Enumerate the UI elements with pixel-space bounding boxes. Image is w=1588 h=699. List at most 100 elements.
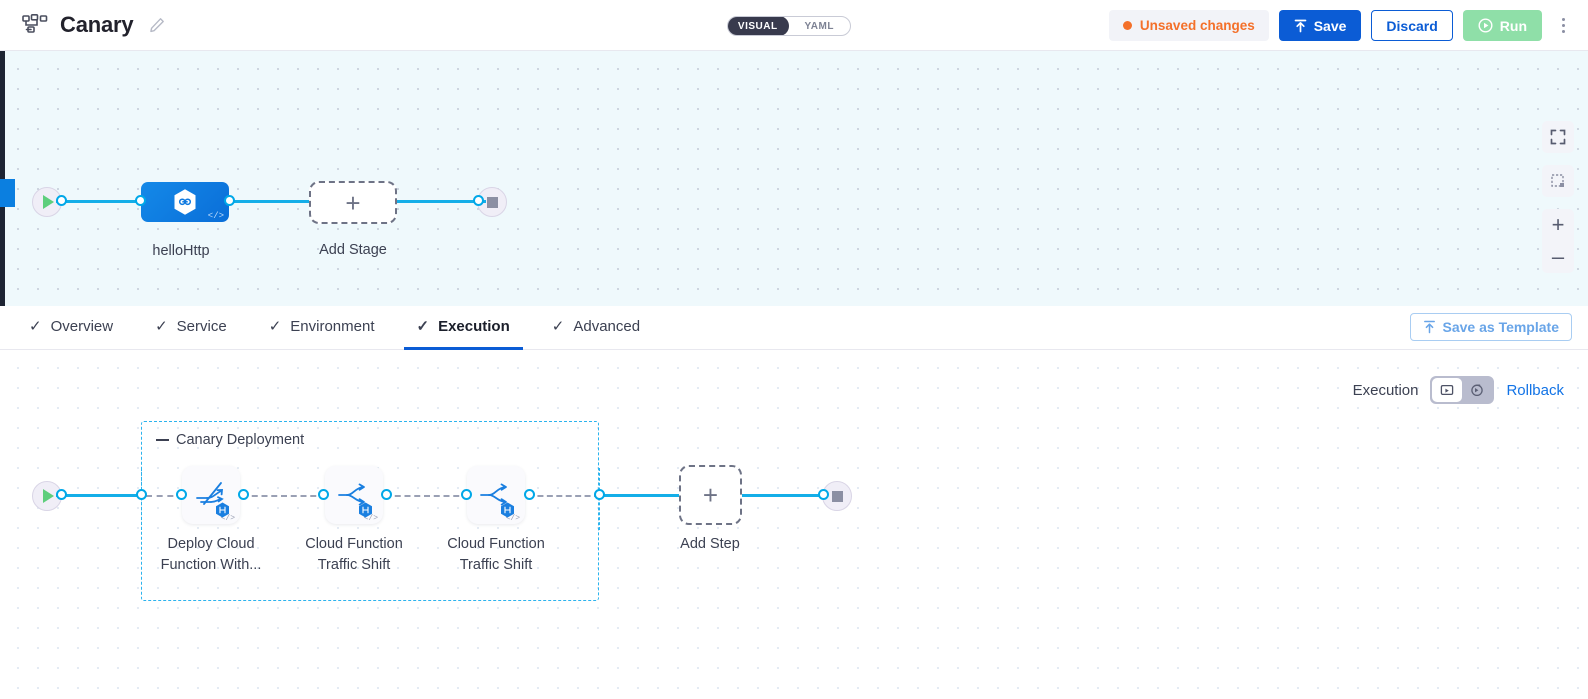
port-group-in[interactable] [136,489,147,500]
port-stage-in[interactable] [135,195,146,206]
mode-option-visual[interactable]: VISUAL [728,17,789,35]
port-step2-out[interactable] [381,489,392,500]
harness-hex-badge [216,502,229,518]
left-rail-accent [0,179,15,207]
step-node-label: Cloud Function Traffic Shift [305,536,403,573]
upload-template-icon [1423,320,1435,334]
tab-overview[interactable]: ✓ Overview [16,306,126,350]
run-button-label: Run [1499,17,1527,34]
edge-group-to-add [599,494,679,497]
page-title: Canary [60,12,134,37]
collapse-dash-icon[interactable] [156,439,169,441]
tab-service[interactable]: ✓ Service [142,306,240,350]
canvas-controls: + – [1542,121,1574,285]
run-play-icon [1478,18,1493,33]
harness-hex-badge [501,502,514,518]
pencil-icon[interactable] [149,17,165,33]
header-left: Canary [0,12,165,38]
port-step1-in[interactable] [176,489,187,500]
stage-code-badge: </> [207,211,224,221]
port-step3-in[interactable] [461,489,472,500]
step-node-traffic-shift-2[interactable]: </> [467,466,525,524]
port-start-out[interactable] [56,195,67,206]
check-icon: ✓ [268,318,282,335]
stage-canvas[interactable]: </> helloHttp + Add Stage [0,51,1588,306]
header-actions: Unsaved changes Save Discard Run [1108,0,1574,51]
step-node-traffic-shift-1[interactable]: </> [325,466,383,524]
zoom-out-icon[interactable]: – [1551,244,1565,269]
fullscreen-icon [1542,121,1574,153]
plus-icon: + [345,187,361,218]
config-tabbar: ✓ Overview ✓ Service ✓ Environment ✓ Exe… [0,306,1588,350]
tab-execution-label: Execution [438,317,510,335]
step-group-title-label: Canary Deployment [176,432,305,448]
port-exec-start-out[interactable] [56,489,67,500]
edge-start-to-stage [56,200,146,203]
traffic-shift-icon [480,483,507,506]
check-icon: ✓ [416,318,430,335]
port-step1-out[interactable] [238,489,249,500]
zoom-in-icon[interactable]: + [1551,212,1565,237]
upload-arrow-icon [1294,19,1307,32]
step-code-badge: </> [363,514,378,523]
step-code-badge: </> [220,514,235,523]
discard-button[interactable]: Discard [1371,10,1453,41]
add-step-label: Add Step [680,536,740,552]
edge-step2-to-step3 [385,495,469,497]
stop-icon [486,196,498,208]
edge-start-to-group [56,494,146,497]
port-stage-out[interactable] [224,195,235,206]
save-as-template-label: Save as Template [1442,319,1559,335]
app-header: Canary VISUAL YAML Unsaved changes Save [0,0,1588,51]
tab-advanced-label: Advanced [573,317,641,335]
save-as-template-button[interactable]: Save as Template [1409,313,1572,341]
execution-view-icon[interactable] [1432,378,1463,402]
save-button-label: Save [1313,17,1347,34]
edge-step1-to-step2 [242,495,326,497]
zoom-controls: + – [1542,209,1574,273]
tab-environment[interactable]: ✓ Environment [256,306,388,350]
port-exec-end-in[interactable] [818,489,829,500]
step-group-title[interactable]: Canary Deployment [156,432,304,448]
rollback-link[interactable]: Rollback [1506,381,1564,399]
tab-advanced[interactable]: ✓ Advanced [539,306,653,350]
unsaved-dot-icon [1122,21,1132,30]
step-node-label: Cloud Function Traffic Shift [447,536,545,573]
execution-rollback-toggle[interactable] [1430,376,1495,404]
tab-execution[interactable]: ✓ Execution [403,306,523,350]
execution-canvas[interactable]: Execution Rollback [0,350,1588,699]
traffic-shift-icon [338,483,365,506]
pipeline-start-node[interactable] [32,187,62,217]
save-button[interactable]: Save [1278,10,1362,41]
port-group-out[interactable] [594,489,605,500]
execution-label: Execution [1352,381,1419,399]
port-end-in[interactable] [473,195,484,206]
port-step3-out[interactable] [524,489,535,500]
check-icon: ✓ [155,318,168,335]
tab-service-label: Service [176,317,227,335]
execution-controls: Execution Rollback [1353,376,1564,404]
edge-group-in [146,495,184,497]
add-step-button[interactable]: + [679,465,742,525]
step-node-deploy-cloud-function[interactable]: </> [182,466,240,524]
add-stage-label: Add Stage [319,242,387,258]
run-button[interactable]: Run [1462,10,1542,41]
hexagon-link-icon [174,189,196,215]
fullscreen-button[interactable] [1542,121,1574,153]
check-icon: ✓ [29,318,42,335]
more-vertical-icon[interactable] [1552,10,1574,41]
stage-node-hellohttp[interactable]: </> [141,182,229,222]
port-step2-in[interactable] [318,489,329,500]
rollback-view-icon[interactable] [1462,378,1492,402]
step-node-label: Deploy Cloud Function With... [160,536,262,573]
mode-option-yaml[interactable]: YAML [804,20,834,32]
left-rail [0,51,5,306]
edge-step3-to-group-out [528,495,600,497]
pipeline-nodes-icon [22,14,48,33]
harness-hex-badge [359,502,372,518]
plus-icon: + [702,480,719,510]
add-stage-button[interactable]: + [309,181,397,224]
fit-to-screen-button[interactable] [1542,165,1574,197]
stop-icon [831,490,843,502]
view-mode-toggle[interactable]: VISUAL YAML [727,16,851,36]
